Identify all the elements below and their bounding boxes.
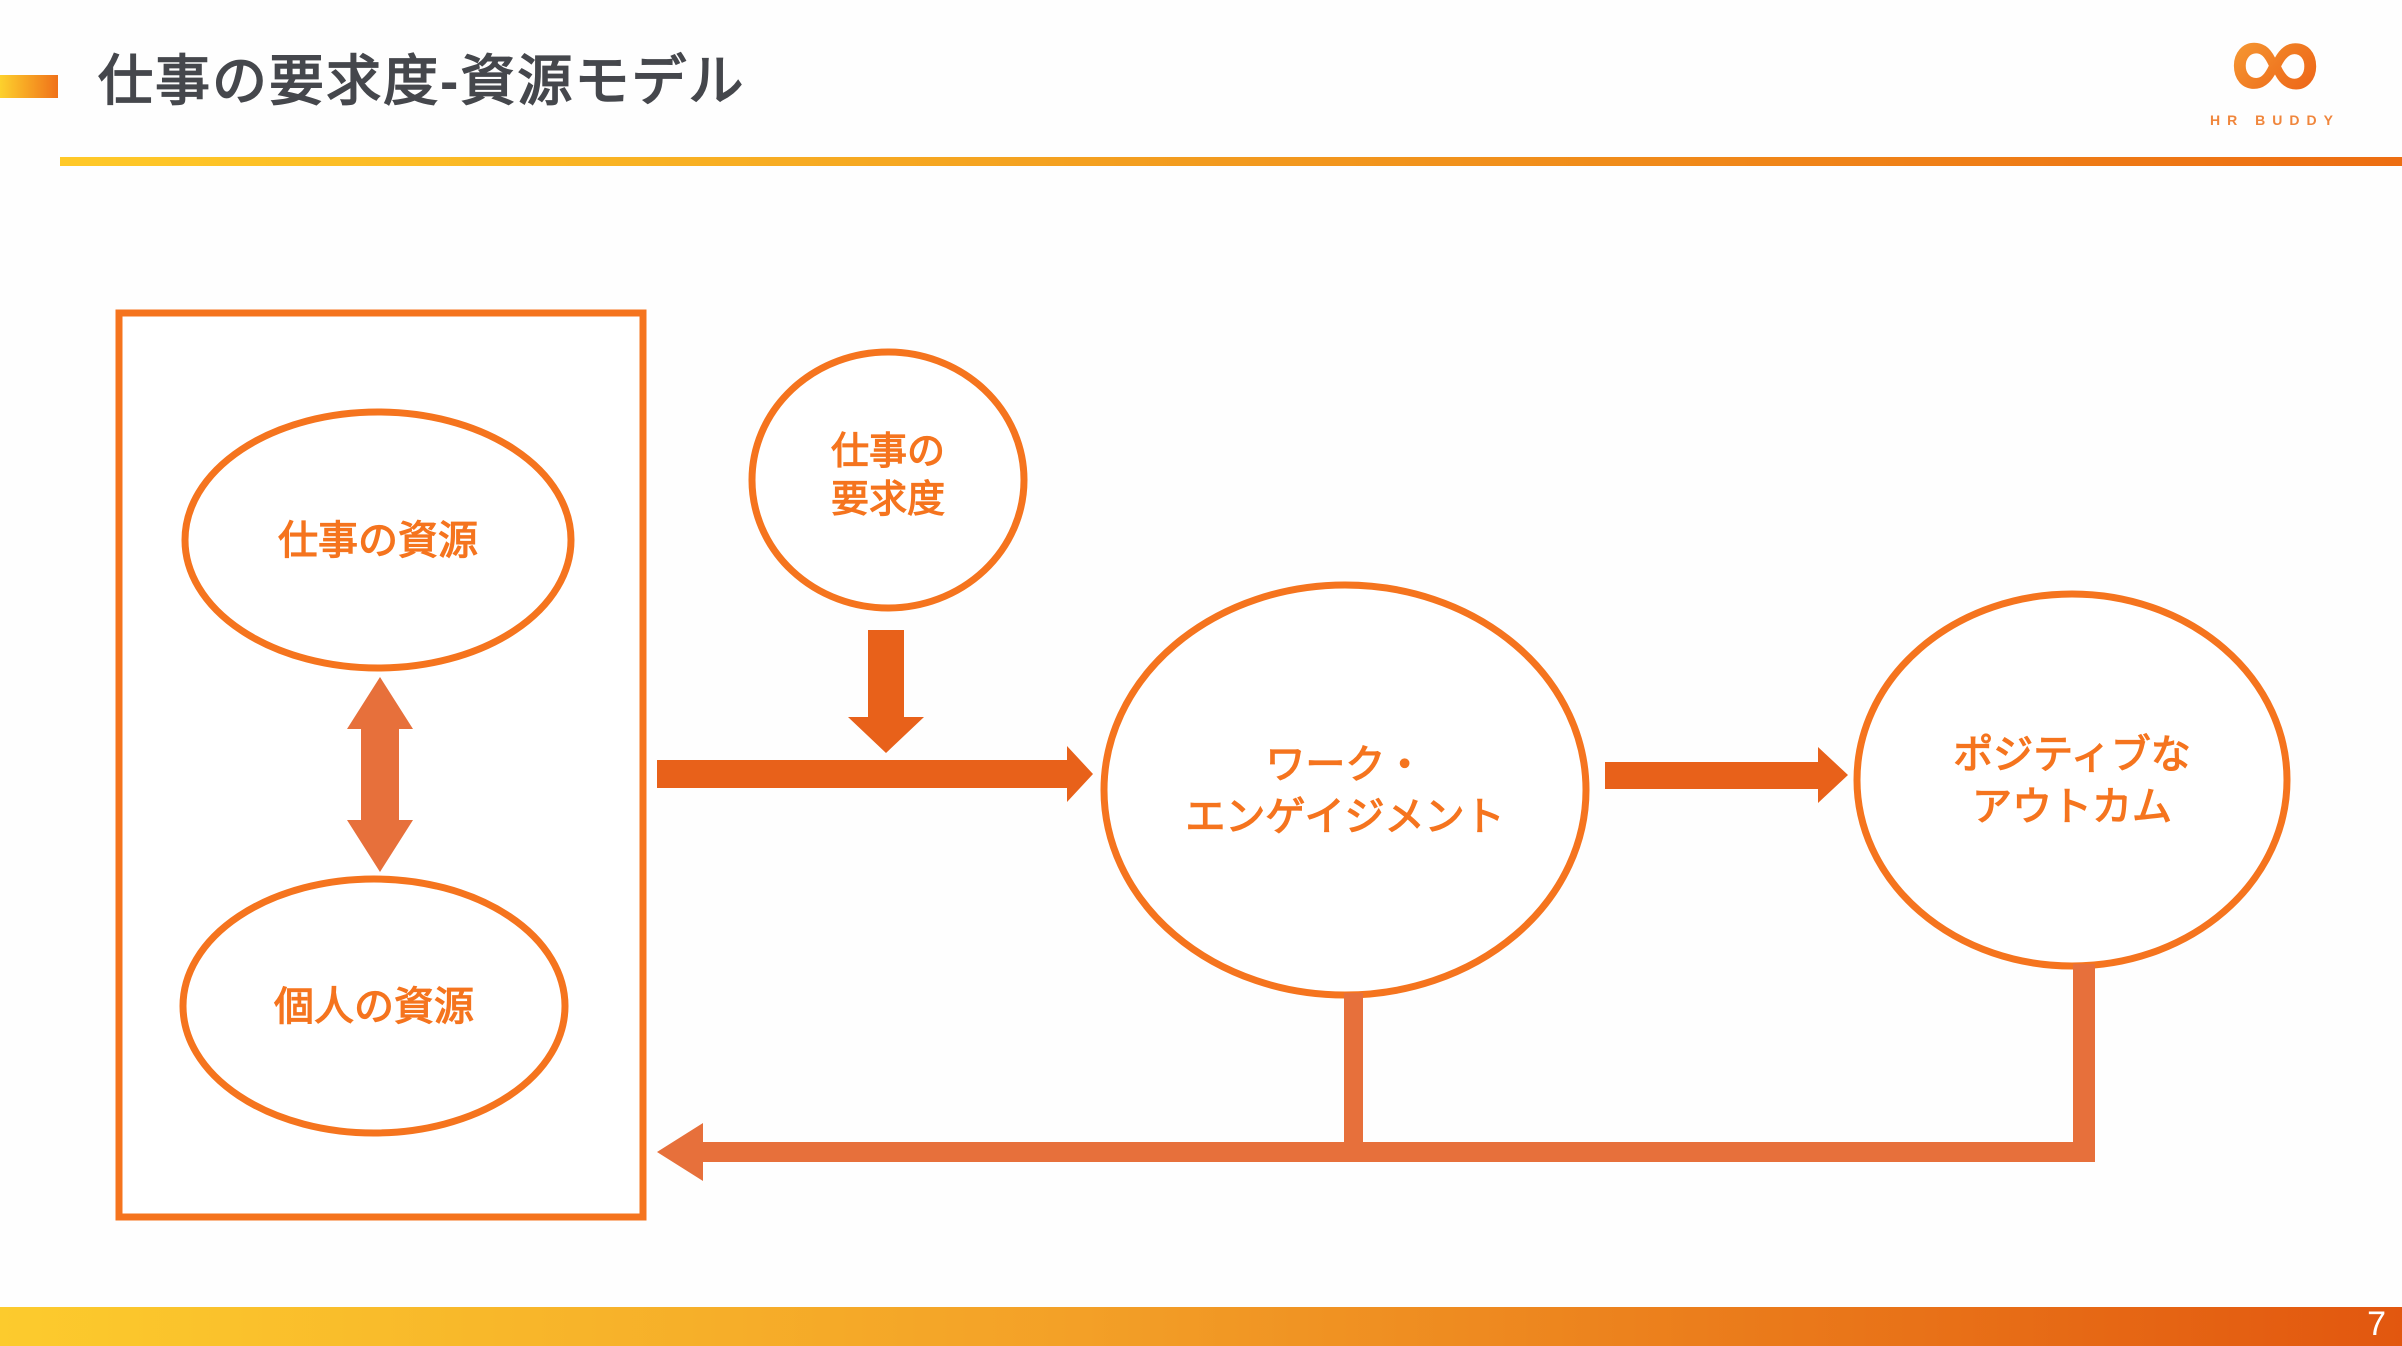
double-arrow-icon bbox=[347, 677, 413, 872]
down-arrow-icon bbox=[848, 630, 924, 753]
work-engagement-ellipse bbox=[1100, 581, 1590, 999]
outcomes-feedback-connector bbox=[2073, 964, 2095, 1162]
footer-bar: 7 bbox=[0, 1305, 2402, 1346]
arrow-to-engagement bbox=[657, 746, 1093, 802]
job-resources-label: 仕事の資源 bbox=[278, 519, 478, 563]
job-demands-label-line1: 仕事の bbox=[831, 431, 945, 473]
infinity-icon: ∞ bbox=[2229, 0, 2321, 131]
work-engagement-label-line1: ワーク・ bbox=[1265, 743, 1424, 787]
logo-brand-text: HR BUDDY bbox=[2210, 112, 2340, 128]
job-demands-label-line2: 要求度 bbox=[831, 479, 945, 521]
title-rule bbox=[60, 157, 2402, 166]
feedback-arrowhead-icon bbox=[657, 1123, 703, 1181]
work-engagement-label-line2: エンゲイジメント bbox=[1185, 795, 1504, 839]
title-accent-bar bbox=[0, 75, 58, 98]
job-resources-ellipse bbox=[181, 408, 575, 672]
job-demands-circle bbox=[748, 348, 1028, 612]
arrow-to-outcomes bbox=[1605, 747, 1848, 803]
positive-outcomes-ellipse bbox=[1853, 590, 2291, 970]
positive-outcomes-label-line2: アウトカム bbox=[1972, 785, 2172, 829]
page-title: 仕事の要求度-資源モデル bbox=[98, 50, 746, 112]
positive-outcomes-label-line1: ポジティブな bbox=[1953, 732, 2191, 777]
page-number: 7 bbox=[2367, 1305, 2386, 1343]
personal-resources-label: 個人の資源 bbox=[273, 985, 474, 1029]
logo: ∞ HR BUDDY bbox=[2205, 0, 2345, 131]
feedback-line bbox=[703, 1142, 2095, 1162]
engagement-feedback-connector bbox=[1344, 993, 1363, 1162]
personal-resources-ellipse bbox=[179, 875, 569, 1137]
